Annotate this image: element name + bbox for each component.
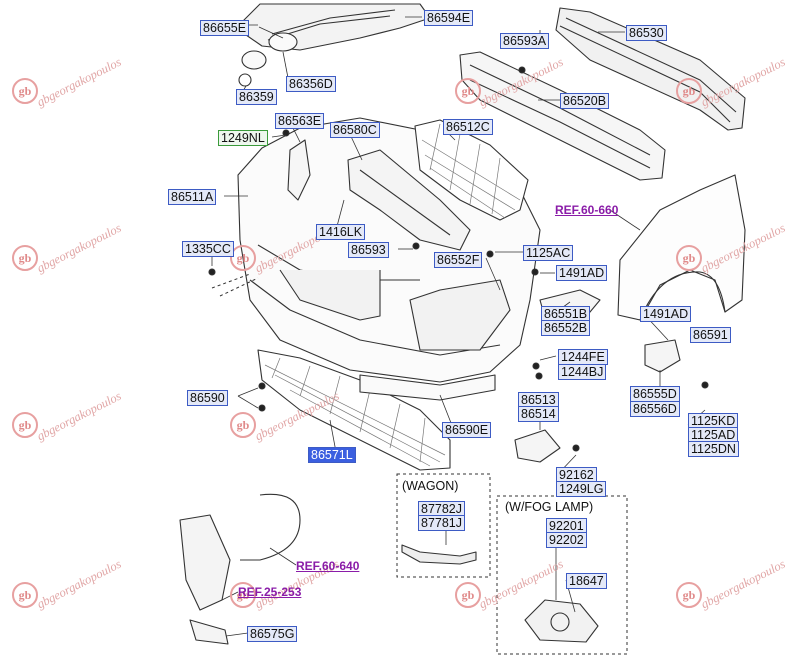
- part-label-86590E[interactable]: 86590E: [442, 422, 492, 438]
- part-label-1491AD[interactable]: 1491AD: [640, 306, 692, 322]
- part-label-1244BJ[interactable]: 1244BJ: [558, 364, 607, 380]
- side-bracket-right: [644, 339, 681, 373]
- part-label-86594E[interactable]: 86594E: [424, 10, 474, 26]
- part-label-86552B[interactable]: 86552B: [541, 320, 591, 336]
- part-label-86359[interactable]: 86359: [236, 89, 277, 105]
- watermark-logo: gb: [230, 412, 256, 438]
- part-label-1125DN[interactable]: 1125DN: [688, 441, 739, 457]
- part-label-86655E[interactable]: 86655E: [200, 20, 250, 36]
- part-label-86512C[interactable]: 86512C: [443, 119, 493, 135]
- side-bracket-left: [287, 139, 311, 201]
- part-label-87781J[interactable]: 87781J: [418, 515, 466, 531]
- watermark-logo: gb: [12, 78, 38, 104]
- watermark-logo: gb: [12, 582, 38, 608]
- watermark-logo: gb: [676, 582, 702, 608]
- part-label-18647[interactable]: 18647: [566, 573, 607, 589]
- option-label-wagon: (WAGON): [400, 479, 461, 493]
- grille-bracket: [347, 149, 471, 251]
- part-label-86511A[interactable]: 86511A: [168, 189, 217, 205]
- part-label-1491AD[interactable]: 1491AD: [556, 265, 608, 281]
- part-label-1125AC[interactable]: 1125AC: [523, 245, 574, 261]
- part-label-86563E[interactable]: 86563E: [275, 113, 325, 129]
- bumper-lip: [359, 374, 496, 401]
- part-label-86520B[interactable]: 86520B: [560, 93, 610, 109]
- part-label-86552F[interactable]: 86552F: [434, 252, 483, 268]
- option-label-fog-lamp: (W/FOG LAMP): [503, 500, 596, 514]
- part-label-86556D[interactable]: 86556D: [630, 401, 680, 417]
- emblem: [268, 32, 298, 52]
- emblem-front: [241, 50, 267, 70]
- watermark-logo: gb: [676, 245, 702, 271]
- part-label-1249NL[interactable]: 1249NL: [218, 130, 268, 146]
- part-label-86551B[interactable]: 86551B: [541, 306, 591, 322]
- fog-bezel: [514, 429, 561, 463]
- lower-grille: [257, 349, 451, 471]
- part-label-1244FE[interactable]: 1244FE: [558, 349, 608, 365]
- part-label-86356D[interactable]: 86356D: [286, 76, 336, 92]
- part-label-86593A[interactable]: 86593A: [500, 33, 550, 49]
- part-label-86580C[interactable]: 86580C: [330, 122, 380, 138]
- part-label-1125AD[interactable]: 1125AD: [688, 427, 739, 443]
- part-label-86530[interactable]: 86530: [626, 25, 667, 41]
- watermark-logo: gb: [455, 582, 481, 608]
- watermark-logo: gb: [230, 582, 256, 608]
- wagon-trim: [401, 544, 477, 565]
- emblem-clip: [238, 73, 252, 87]
- fog-lamp: [524, 599, 599, 643]
- upper-grille: [235, 3, 431, 51]
- part-label-86513[interactable]: 86513: [518, 392, 559, 408]
- part-label-1125KD[interactable]: 1125KD: [688, 413, 739, 429]
- part-label-86590[interactable]: 86590: [187, 390, 228, 406]
- ref-link-60-660[interactable]: REF.60-660: [555, 203, 619, 217]
- part-label-92202[interactable]: 92202: [546, 532, 587, 548]
- part-label-86514[interactable]: 86514: [518, 406, 559, 422]
- part-label-92162[interactable]: 92162: [556, 467, 597, 483]
- part-label-1249LG[interactable]: 1249LG: [556, 481, 607, 497]
- watermark-logo: gb: [12, 245, 38, 271]
- part-label-1416LK[interactable]: 1416LK: [316, 224, 366, 240]
- part-label-86555D[interactable]: 86555D: [630, 386, 680, 402]
- part-label-86593[interactable]: 86593: [348, 242, 389, 258]
- watermark-logo: gb: [230, 245, 256, 271]
- part-label-86571L[interactable]: 86571L: [308, 447, 356, 463]
- watermark-logo: gb: [12, 412, 38, 438]
- part-label-86591[interactable]: 86591: [690, 327, 731, 343]
- part-label-1335CC[interactable]: 1335CC: [182, 241, 234, 257]
- lower-bracket: [179, 514, 231, 611]
- part-label-86575G[interactable]: 86575G: [247, 626, 298, 642]
- wagon-box: [396, 473, 491, 578]
- watermark-logo: gb: [455, 78, 481, 104]
- watermark-logo: gb: [676, 78, 702, 104]
- ref-link-25-253[interactable]: REF.25-253: [238, 585, 302, 599]
- ref-link-60-640[interactable]: REF.60-640: [296, 559, 360, 573]
